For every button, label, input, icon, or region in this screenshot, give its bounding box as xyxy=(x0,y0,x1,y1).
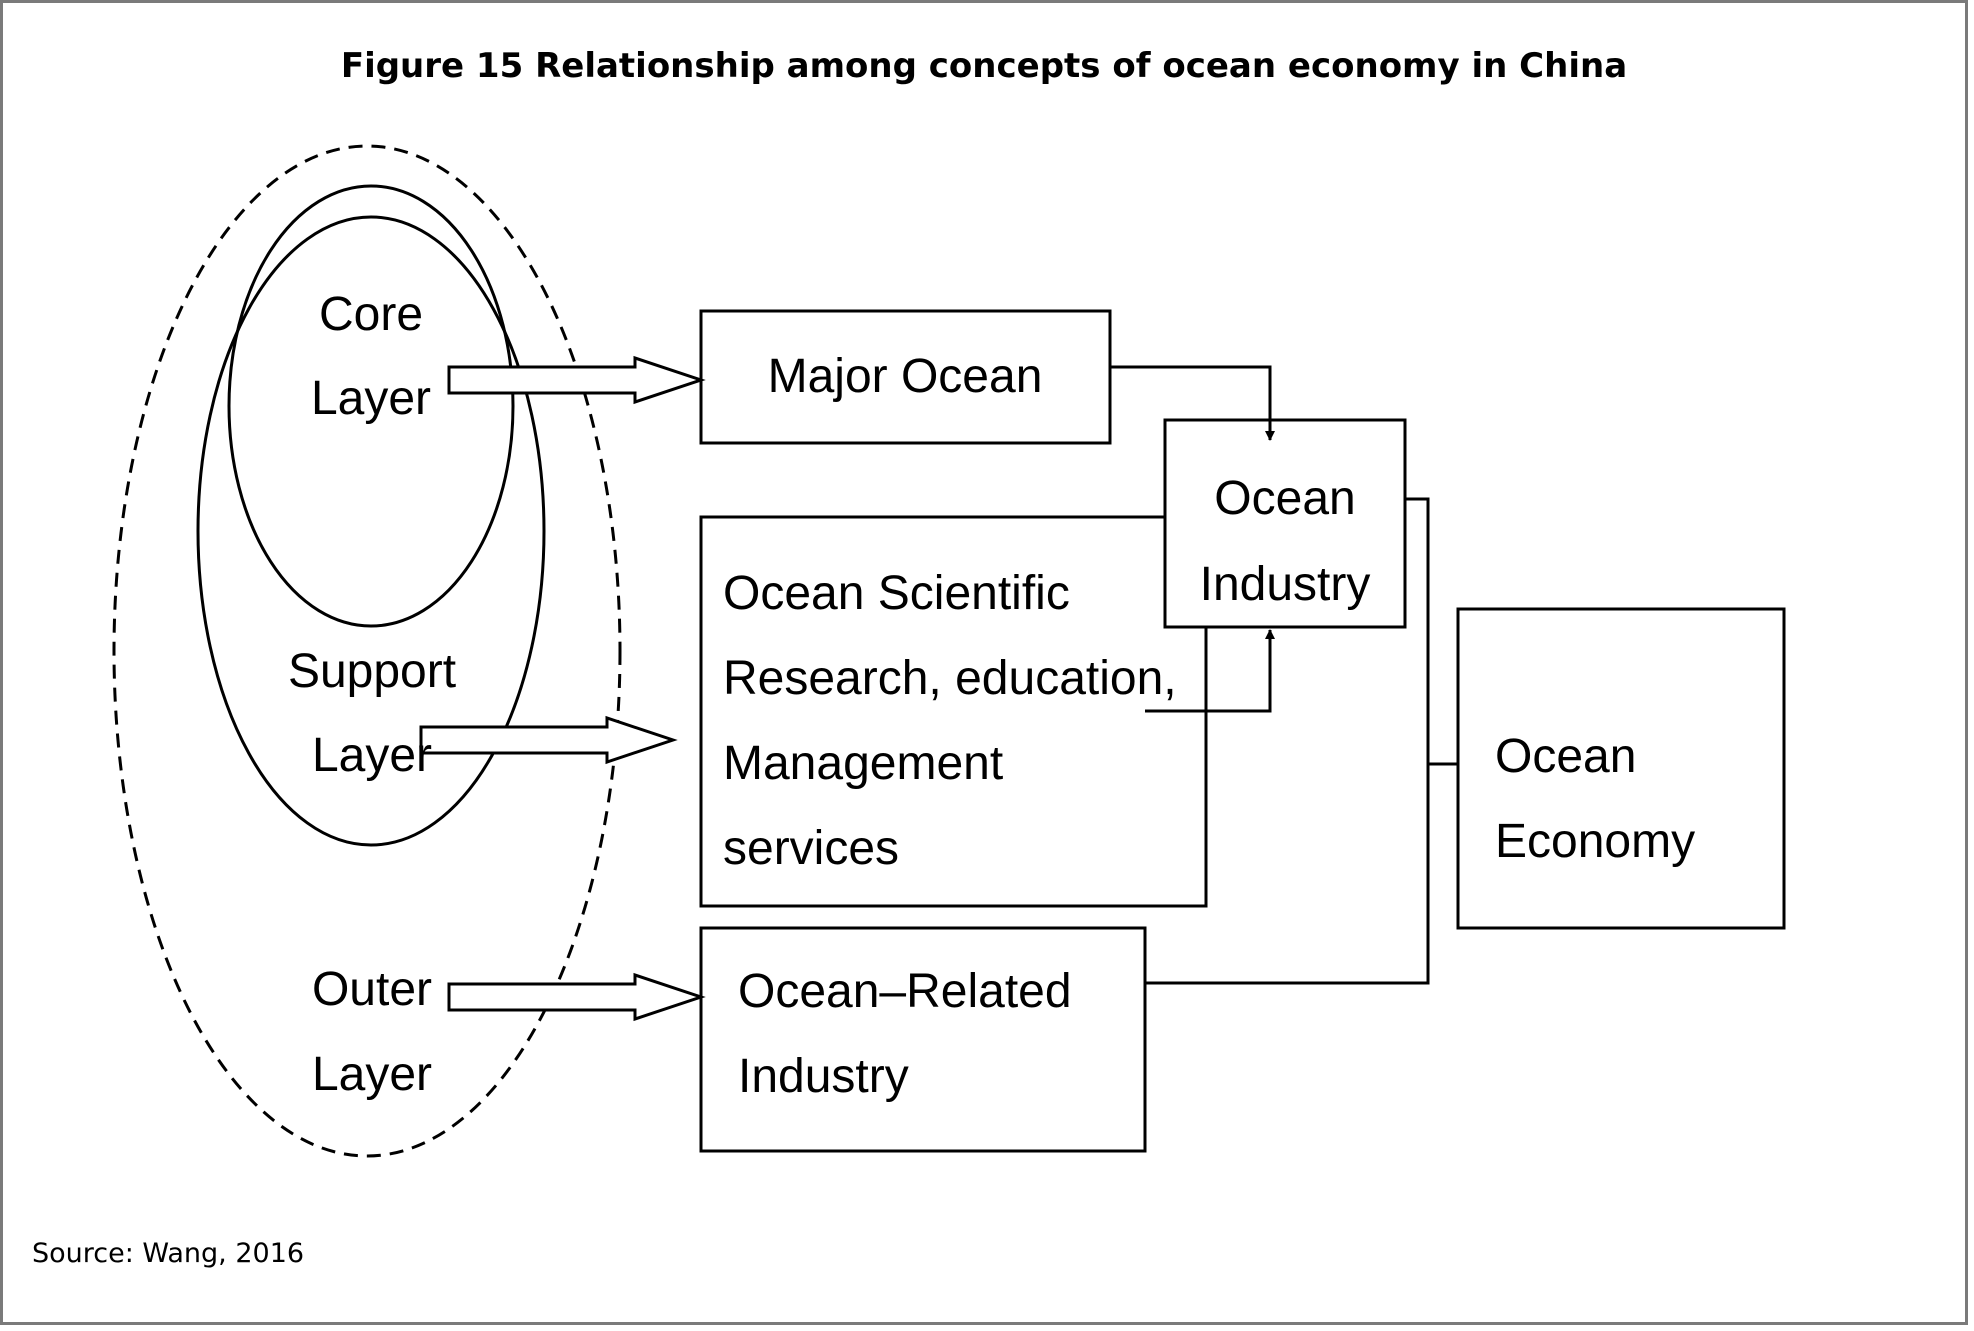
scientific-to-industry-connector xyxy=(1145,629,1275,713)
major-ocean-box xyxy=(699,309,1112,445)
ocean-related-label-line1: Ocean–Related xyxy=(738,965,1072,1018)
ocean-industry-label-line1: Ocean xyxy=(1214,472,1355,525)
ocean-related-box xyxy=(699,926,1147,1153)
core-layer-ellipse xyxy=(227,184,515,628)
outer-layer-arrow xyxy=(447,972,706,1022)
ocean-economy-box xyxy=(1456,607,1786,930)
core-layer-label-line1: Core xyxy=(319,288,423,341)
support-layer-arrow xyxy=(419,715,678,765)
ocean-scientific-label-line2: Research, education, xyxy=(723,652,1177,705)
figure-source: Source: Wang, 2016 xyxy=(32,1238,305,1269)
support-layer-label-line1: Support xyxy=(288,645,456,698)
figure-title: Figure 15 Relationship among concepts of… xyxy=(340,46,1628,86)
outer-layer-label-line1: Outer xyxy=(312,963,432,1016)
ocean-scientific-label-line3: Management xyxy=(723,737,1003,790)
major-ocean-label: Major Ocean xyxy=(768,350,1043,403)
core-layer-arrow xyxy=(447,355,706,405)
outer-layer-ellipse xyxy=(112,144,622,1158)
core-layer-label-line2: Layer xyxy=(311,372,431,425)
ocean-related-label-line2: Industry xyxy=(738,1050,909,1103)
industry-to-economy-connector xyxy=(1145,497,1430,985)
support-layer-label-line2: Layer xyxy=(312,729,432,782)
ocean-economy-label-line1: Ocean xyxy=(1495,730,1636,783)
ocean-scientific-label-line1: Ocean Scientific xyxy=(723,567,1070,620)
ocean-scientific-box xyxy=(699,515,1208,908)
major-ocean-to-industry-connector xyxy=(1110,365,1275,441)
ocean-industry-box xyxy=(1163,418,1407,629)
outer-layer-label-line2: Layer xyxy=(312,1048,432,1101)
ocean-economy-label-line2: Economy xyxy=(1495,815,1695,868)
ocean-industry-label-line2: Industry xyxy=(1200,558,1371,611)
ocean-scientific-label-line4: services xyxy=(723,822,899,875)
support-layer-ellipse xyxy=(196,215,546,847)
